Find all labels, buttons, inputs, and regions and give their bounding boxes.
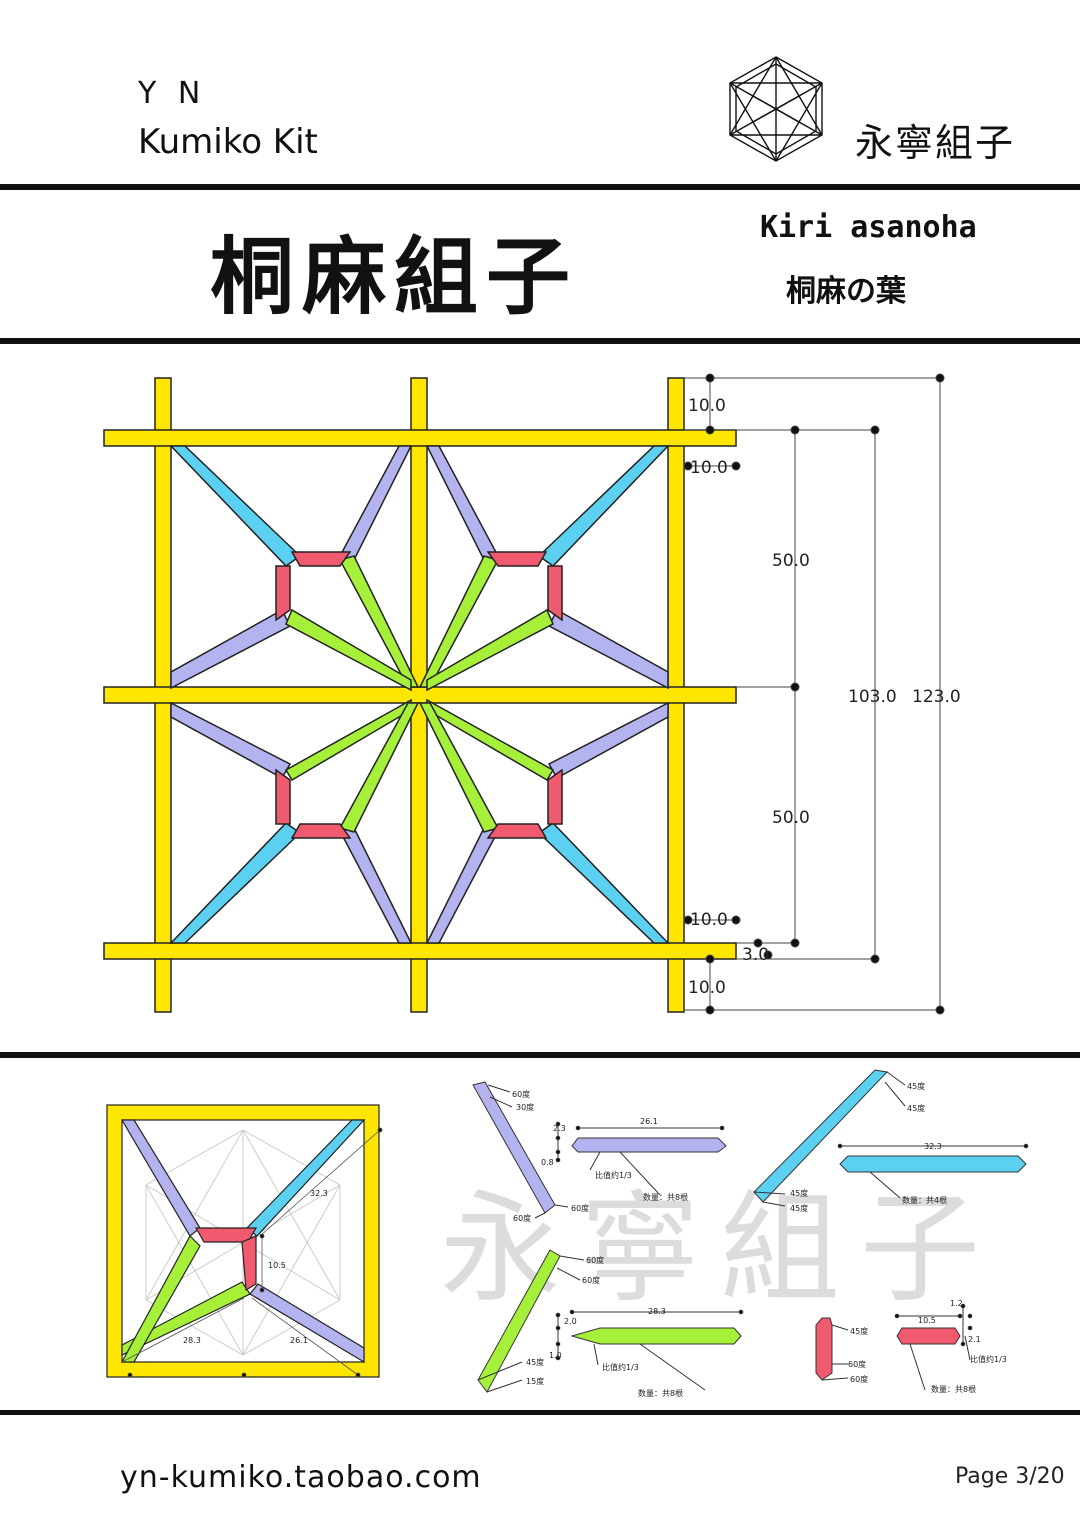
purple-thickness-2: 0.8 [541,1158,554,1167]
red-thickness-2: 2.1 [968,1335,981,1344]
dimension-lines [683,373,945,1015]
blue-pieces [169,445,670,944]
dim-bottom-10: 10.0 [688,978,726,998]
detail-dim-28-3: 28.3 [183,1336,201,1345]
red-thickness-1: 1.2 [950,1299,963,1308]
green-angle-a: 60度 [586,1255,604,1265]
dim-total-123: 123.0 [912,687,961,707]
header-rule-top [0,184,1080,190]
blue-angle-a: 45度 [907,1081,925,1091]
piece-green [477,1249,744,1393]
red-angle-b: 60度 [848,1359,866,1369]
red-length: 10.5 [918,1316,936,1325]
detail-square [106,1104,380,1378]
green-pieces [284,555,555,833]
page-title: 桐麻組子 [210,227,579,326]
detail-dim-32-3: 32.3 [310,1189,328,1198]
blue-length: 32.3 [924,1142,942,1151]
blue-angle-d: 45度 [790,1203,808,1213]
page-number: Page 3/20 [955,1464,1065,1489]
green-count: 数量：共8根 [638,1388,683,1398]
brand-line-2: Kumiko Kit [138,122,318,162]
diagram-rule [0,1052,1080,1058]
red-angle-c: 60度 [850,1374,868,1384]
red-angle-a: 45度 [850,1326,868,1336]
purple-angle-b: 30度 [516,1102,534,1112]
purple-pieces [170,445,669,944]
logo-text: 永寧組子 [855,121,1016,165]
purple-ratio: 比值约1/3 [595,1170,632,1180]
green-thickness-2: 1.0 [549,1351,562,1360]
dimension-labels: 10.0 10.0 50.0 103.0 123.0 50.0 10.0 3.0… [688,396,961,998]
detail-dims [121,1127,383,1378]
red-pieces [275,551,563,839]
dim-inner-top-10: 10.0 [690,458,728,478]
red-ratio: 比值约1/3 [970,1354,1007,1364]
dim-top-10: 10.0 [688,396,726,416]
green-angle-c: 45度 [526,1357,544,1367]
detail-dim-10-5: 10.5 [268,1261,286,1270]
blue-angle-c: 45度 [790,1188,808,1198]
asanoha-logo-icon [729,56,823,162]
footer-url: yn-kumiko.taobao.com [120,1460,482,1495]
piece-blue [753,1069,1029,1207]
piece-red [815,1303,973,1391]
purple-thickness-1: 2.3 [553,1124,566,1133]
kumiko-pattern [103,377,737,1013]
piece-purple [472,1081,727,1219]
green-ratio: 比值约1/3 [602,1362,639,1372]
footer-rule [0,1410,1080,1415]
dim-inner-bottom-10: 10.0 [690,910,728,930]
green-angle-b: 60度 [582,1275,600,1285]
subtitle-japanese: 桐麻の葉 [786,274,906,309]
header-rule-bottom [0,338,1080,344]
green-thickness-1: 2.0 [564,1317,577,1326]
blue-angle-b: 45度 [907,1103,925,1113]
purple-angle-d: 60度 [571,1203,589,1213]
detail-dim-26-1: 26.1 [290,1336,308,1345]
purple-count: 数量：共8根 [643,1192,688,1202]
brand-line-1: Y N [138,76,207,111]
dim-upper-50: 50.0 [772,551,810,571]
dim-bar-3: 3.0 [742,945,769,965]
green-angle-d: 15度 [526,1376,544,1386]
purple-angle-a: 60度 [512,1089,530,1099]
purple-angle-c: 60度 [513,1213,531,1223]
subtitle-english: Kiri asanoha [760,210,977,245]
green-length: 28.3 [648,1307,666,1316]
blue-count: 数量：共4根 [902,1195,947,1205]
purple-length: 26.1 [640,1117,658,1126]
frame-bars [103,377,737,1013]
dim-total-103: 103.0 [848,687,897,707]
dim-lower-50: 50.0 [772,808,810,828]
red-count: 数量：共8根 [931,1384,976,1394]
